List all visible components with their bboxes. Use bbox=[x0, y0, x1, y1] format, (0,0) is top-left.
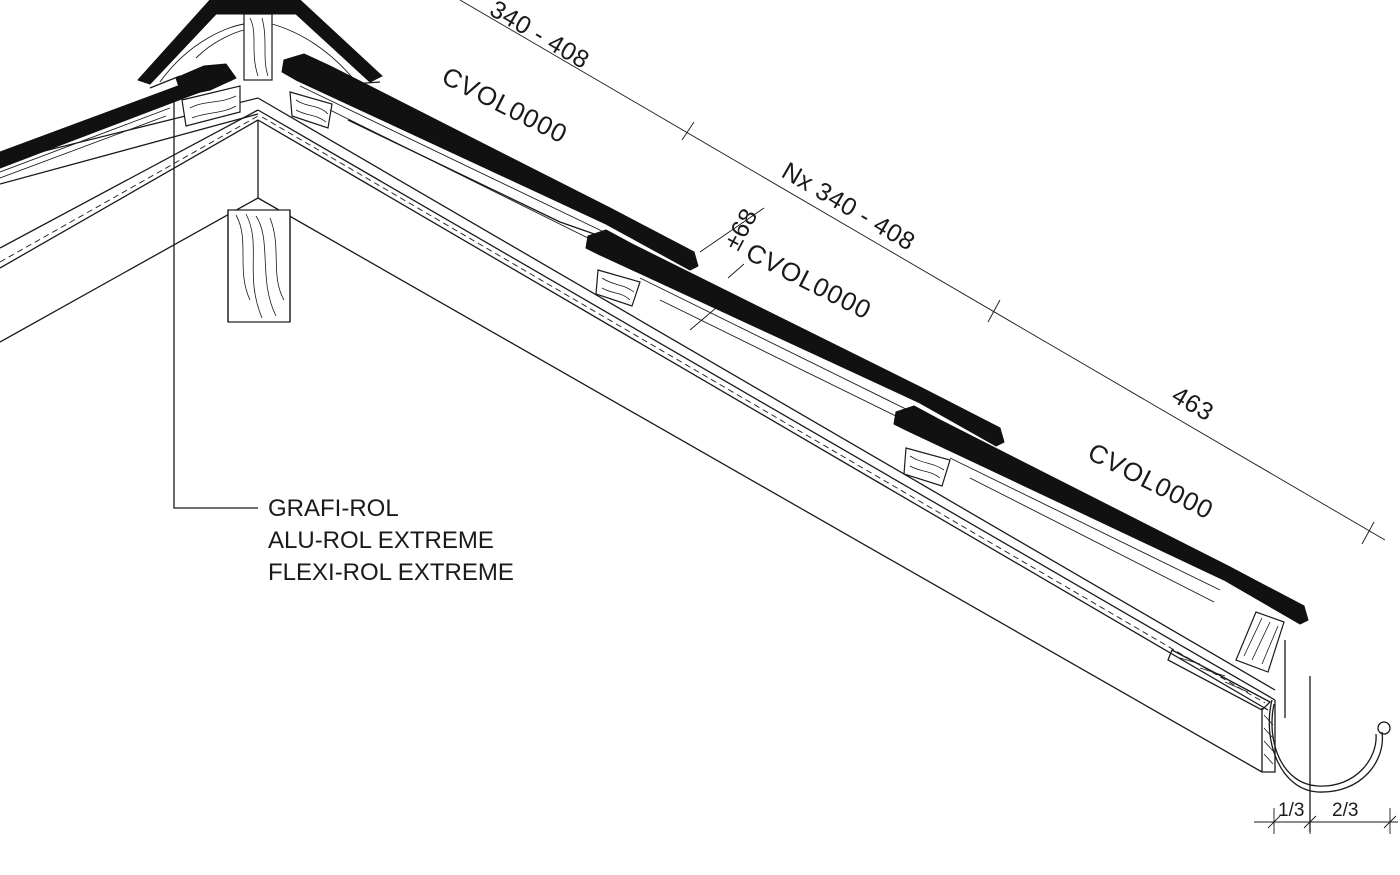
material-flexi-rol-extreme: FLEXI-ROL EXTREME bbox=[268, 559, 514, 586]
top-batten-gauge-label: 340 - 408 bbox=[485, 0, 594, 75]
material-grafi-rol: GRAFI-ROL bbox=[268, 495, 399, 522]
gutter-split-left: 1/3 bbox=[1278, 800, 1304, 821]
roof-structure bbox=[0, 97, 1286, 773]
roof-tile-row-3 bbox=[893, 405, 1309, 625]
materials-leader-line bbox=[173, 100, 258, 509]
eaves-gauge-label: 463 bbox=[1167, 381, 1218, 427]
roof-tile-row-2 bbox=[585, 229, 1005, 447]
ridge-tile bbox=[137, 0, 383, 89]
roof-tile-row-1 bbox=[281, 53, 699, 271]
timber-members bbox=[181, 13, 1285, 673]
gutter bbox=[1268, 676, 1391, 832]
dimension-lines bbox=[459, 0, 1398, 834]
gutter-split-right: 2/3 bbox=[1332, 800, 1358, 821]
main-batten-gauge-label: Nx 340 - 408 bbox=[777, 157, 920, 256]
left-roof-tile bbox=[0, 63, 237, 179]
material-alu-rol-extreme: ALU-ROL EXTREME bbox=[268, 527, 494, 554]
